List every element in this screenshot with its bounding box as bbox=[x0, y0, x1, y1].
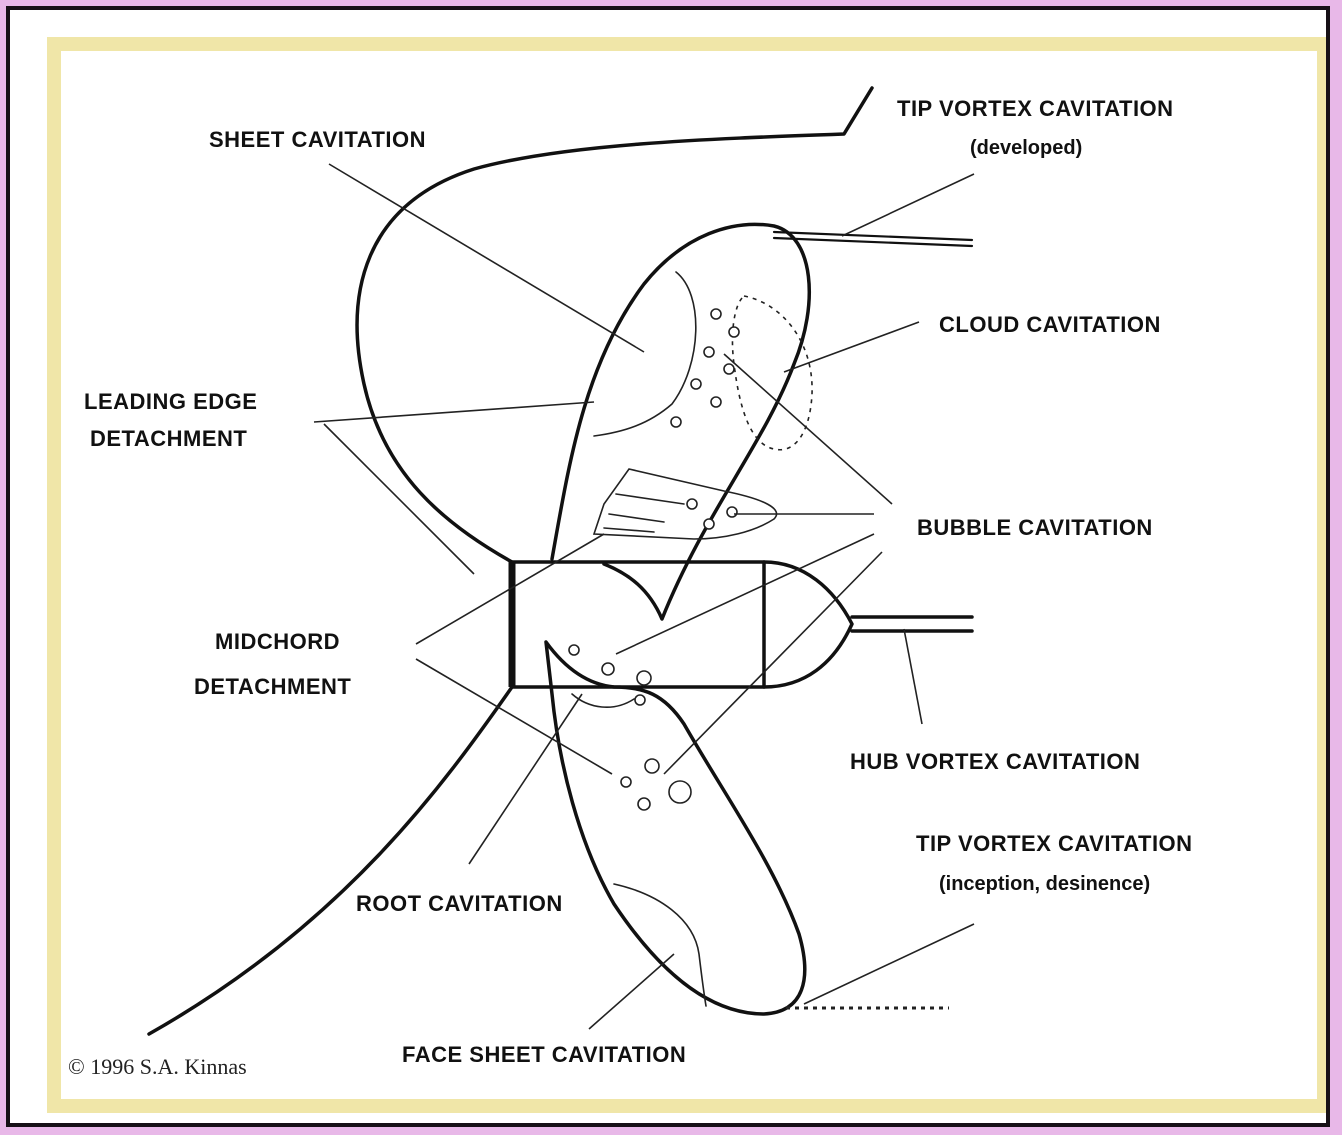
label-midchord-detachment: DETACHMENT bbox=[194, 674, 351, 699]
propeller-cavitation-diagram: SHEET CAVITATION TIP VORTEX CAVITATION (… bbox=[10, 10, 1326, 1123]
diagram-panel bbox=[54, 44, 1324, 1106]
label-face-sheet-cavitation: FACE SHEET CAVITATION bbox=[402, 1042, 686, 1067]
copyright-text: © 1996 S.A. Kinnas bbox=[68, 1054, 247, 1079]
image-frame: SHEET CAVITATION TIP VORTEX CAVITATION (… bbox=[6, 6, 1330, 1127]
label-tip-vortex-developed: TIP VORTEX CAVITATION bbox=[897, 96, 1174, 121]
label-tip-vortex-developed-sub: (developed) bbox=[970, 137, 1082, 159]
label-midchord: MIDCHORD bbox=[215, 629, 340, 654]
label-tip-vortex-inception-sub: (inception, desinence) bbox=[939, 873, 1150, 895]
label-tip-vortex-inception: TIP VORTEX CAVITATION bbox=[916, 831, 1193, 856]
label-cloud-cavitation: CLOUD CAVITATION bbox=[939, 312, 1161, 337]
label-leading-edge-detachment: DETACHMENT bbox=[90, 426, 247, 451]
label-leading-edge: LEADING EDGE bbox=[84, 389, 257, 414]
label-sheet-cavitation: SHEET CAVITATION bbox=[209, 127, 426, 152]
label-root-cavitation: ROOT CAVITATION bbox=[356, 891, 563, 916]
label-bubble-cavitation: BUBBLE CAVITATION bbox=[917, 515, 1153, 540]
label-hub-vortex-cavitation: HUB VORTEX CAVITATION bbox=[850, 749, 1140, 774]
